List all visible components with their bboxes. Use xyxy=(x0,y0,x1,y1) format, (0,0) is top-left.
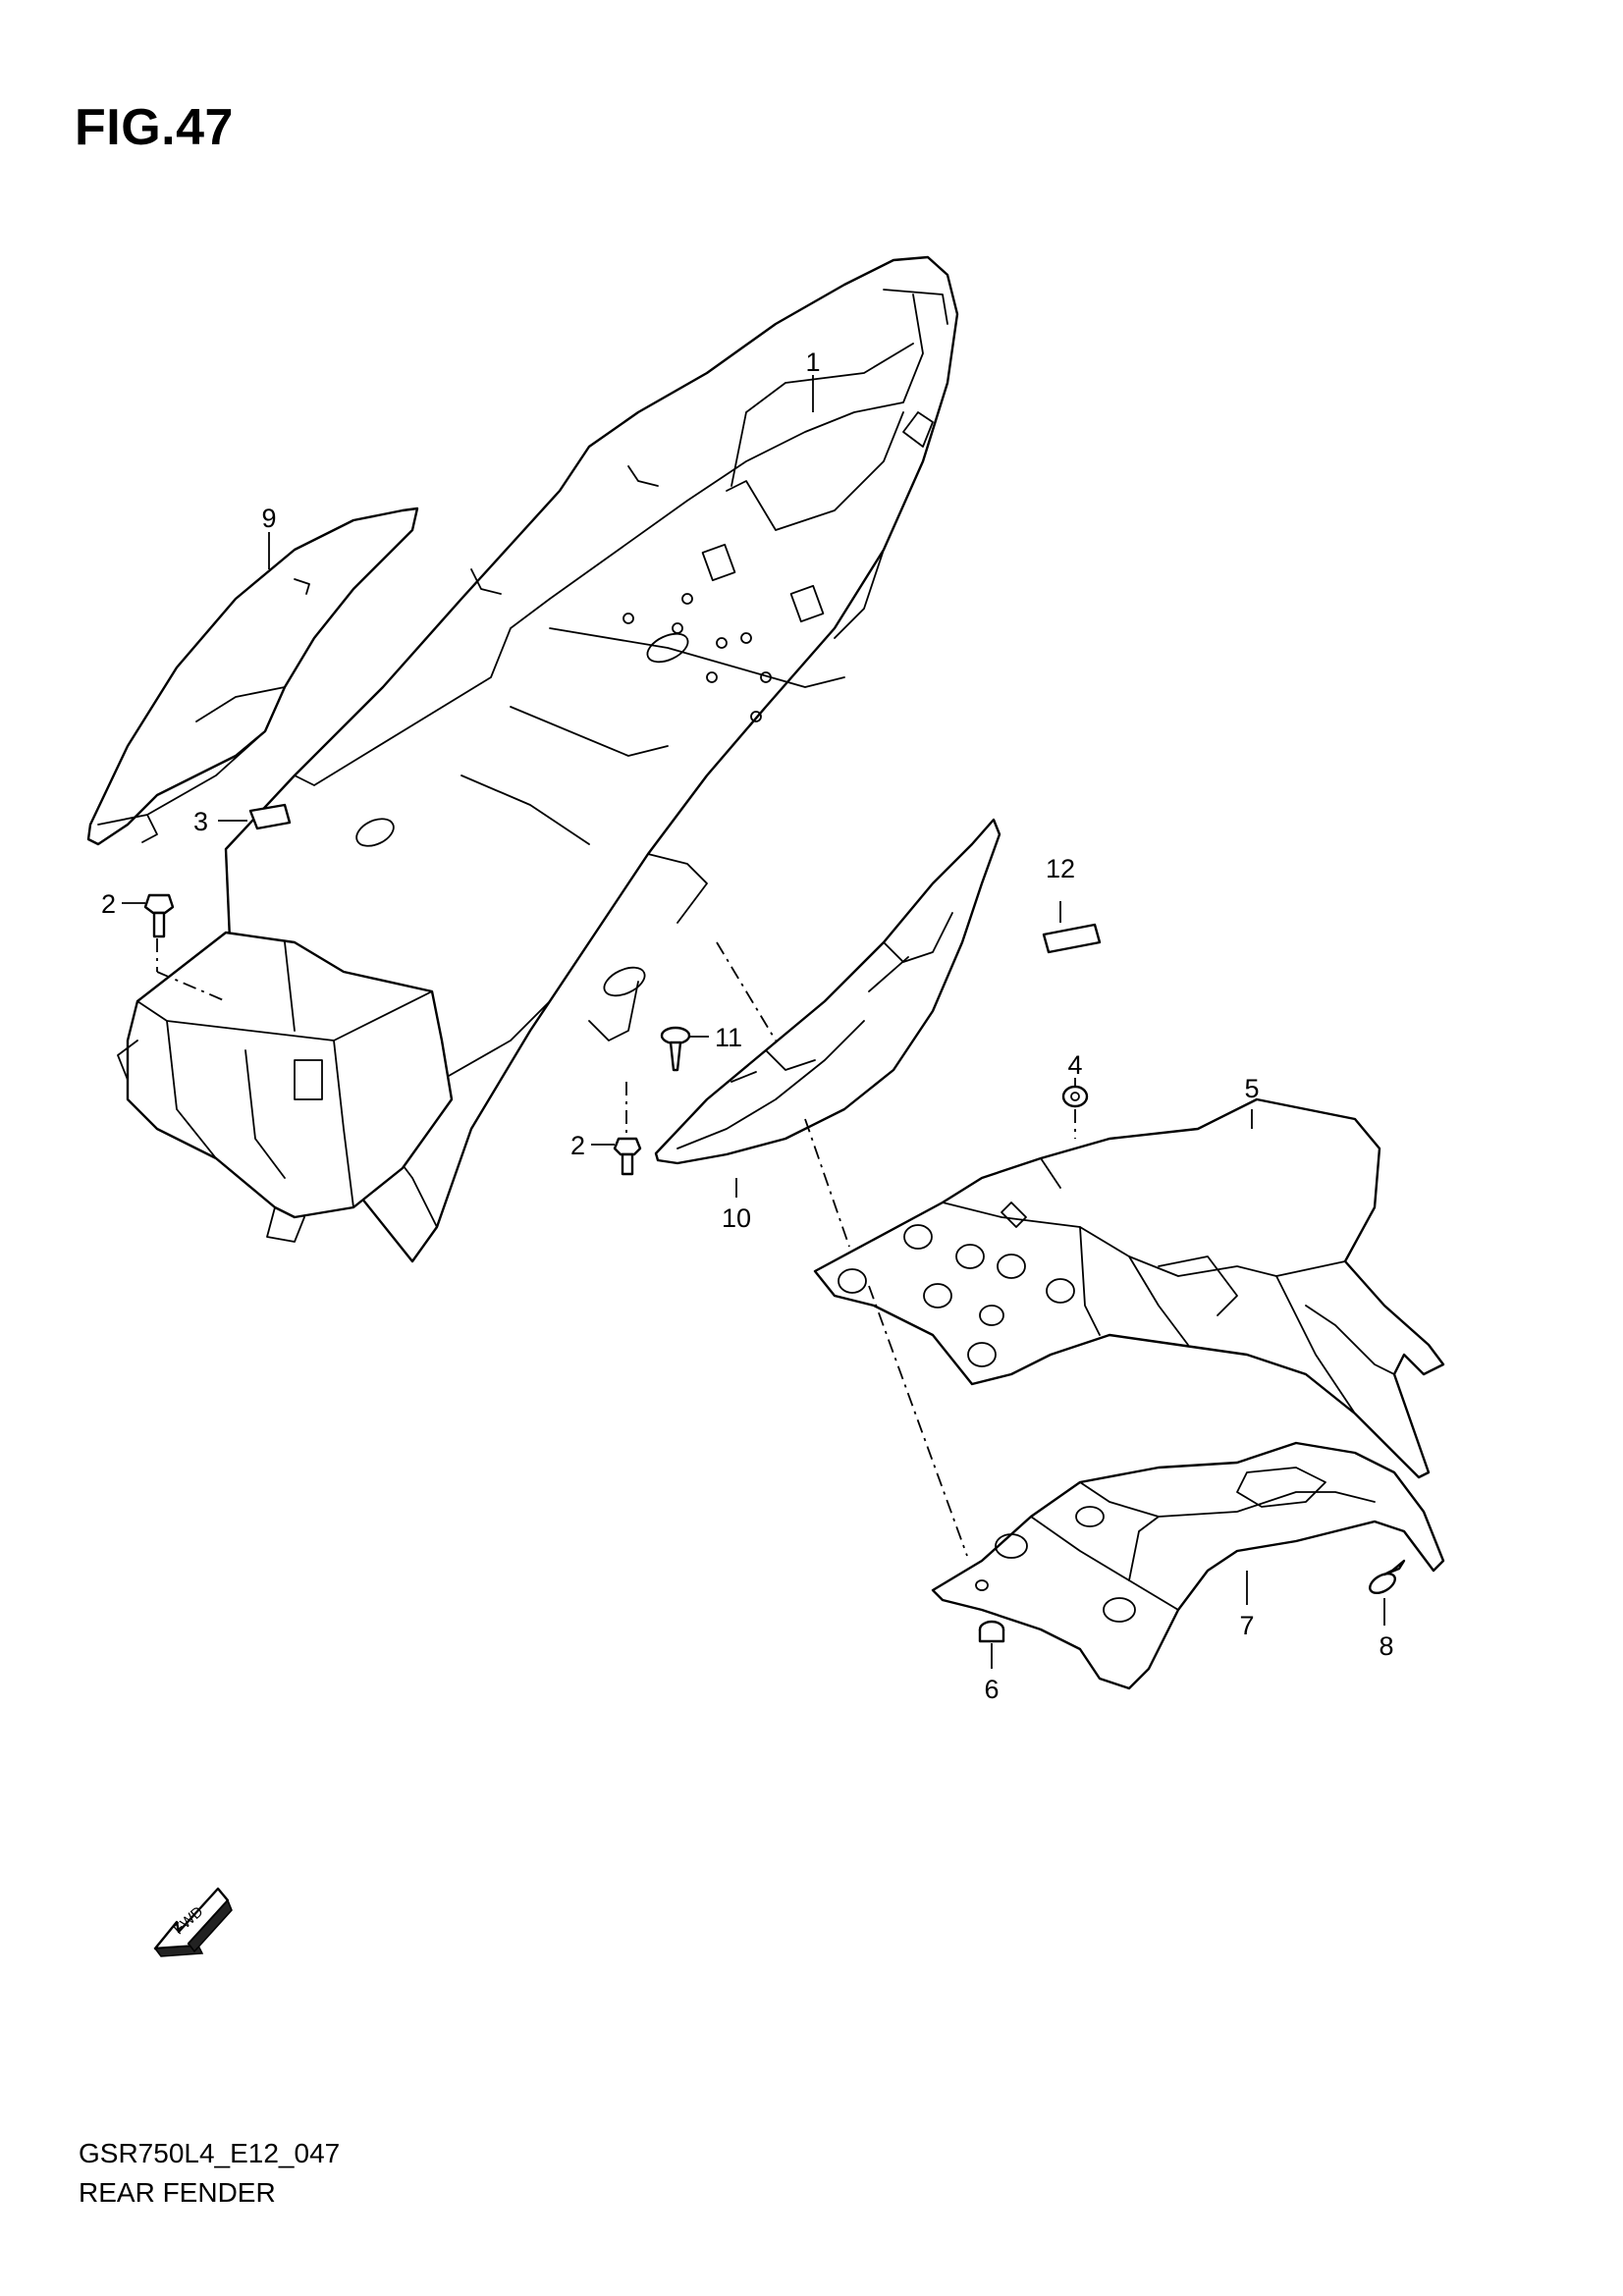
fwd-arrow-icon: FWD xyxy=(153,1887,233,1957)
part-11-screw[interactable] xyxy=(660,1026,691,1072)
callout-11: 11 xyxy=(715,1023,742,1052)
battery-box[interactable] xyxy=(117,931,454,1243)
part-6-grommet[interactable] xyxy=(978,1620,1005,1643)
part-7-mudguard[interactable] xyxy=(931,1441,1445,1690)
callout-2-lower: 2 xyxy=(570,1131,585,1160)
part-8-screw[interactable] xyxy=(1367,1559,1406,1597)
callout-3: 3 xyxy=(193,807,208,836)
callout-7: 7 xyxy=(1239,1611,1254,1640)
part-10-side-cover-right[interactable] xyxy=(654,818,1001,1165)
callout-2-upper: 2 xyxy=(101,889,116,919)
part-4-nut[interactable] xyxy=(1061,1085,1089,1108)
callout-4: 4 xyxy=(1067,1050,1082,1080)
callout-1: 1 xyxy=(805,347,820,377)
part-9-side-cover-left[interactable] xyxy=(86,507,419,846)
callout-12: 12 xyxy=(1046,854,1075,883)
callout-10: 10 xyxy=(722,1203,751,1233)
callout-9: 9 xyxy=(261,504,276,533)
figure-title: FIG.47 xyxy=(75,99,234,156)
guide-line xyxy=(804,1118,850,1248)
model-code: GSR750L4_E12_047 xyxy=(79,2138,341,2168)
callout-5: 5 xyxy=(1244,1074,1259,1103)
callout-6: 6 xyxy=(984,1675,999,1704)
callout-8: 8 xyxy=(1379,1631,1393,1661)
guide-line xyxy=(156,971,227,1002)
part-12-cushion-pad[interactable] xyxy=(1042,923,1102,954)
guide-line xyxy=(868,1285,968,1557)
part-3-cushion-pad[interactable] xyxy=(248,803,292,830)
part-2-bolt-lower[interactable] xyxy=(613,1137,642,1176)
part-5-rear-fender[interactable] xyxy=(813,1097,1445,1479)
figure-name: REAR FENDER xyxy=(79,2177,276,2208)
guide-line xyxy=(716,941,777,1041)
part-2-bolt-upper[interactable] xyxy=(143,893,175,938)
